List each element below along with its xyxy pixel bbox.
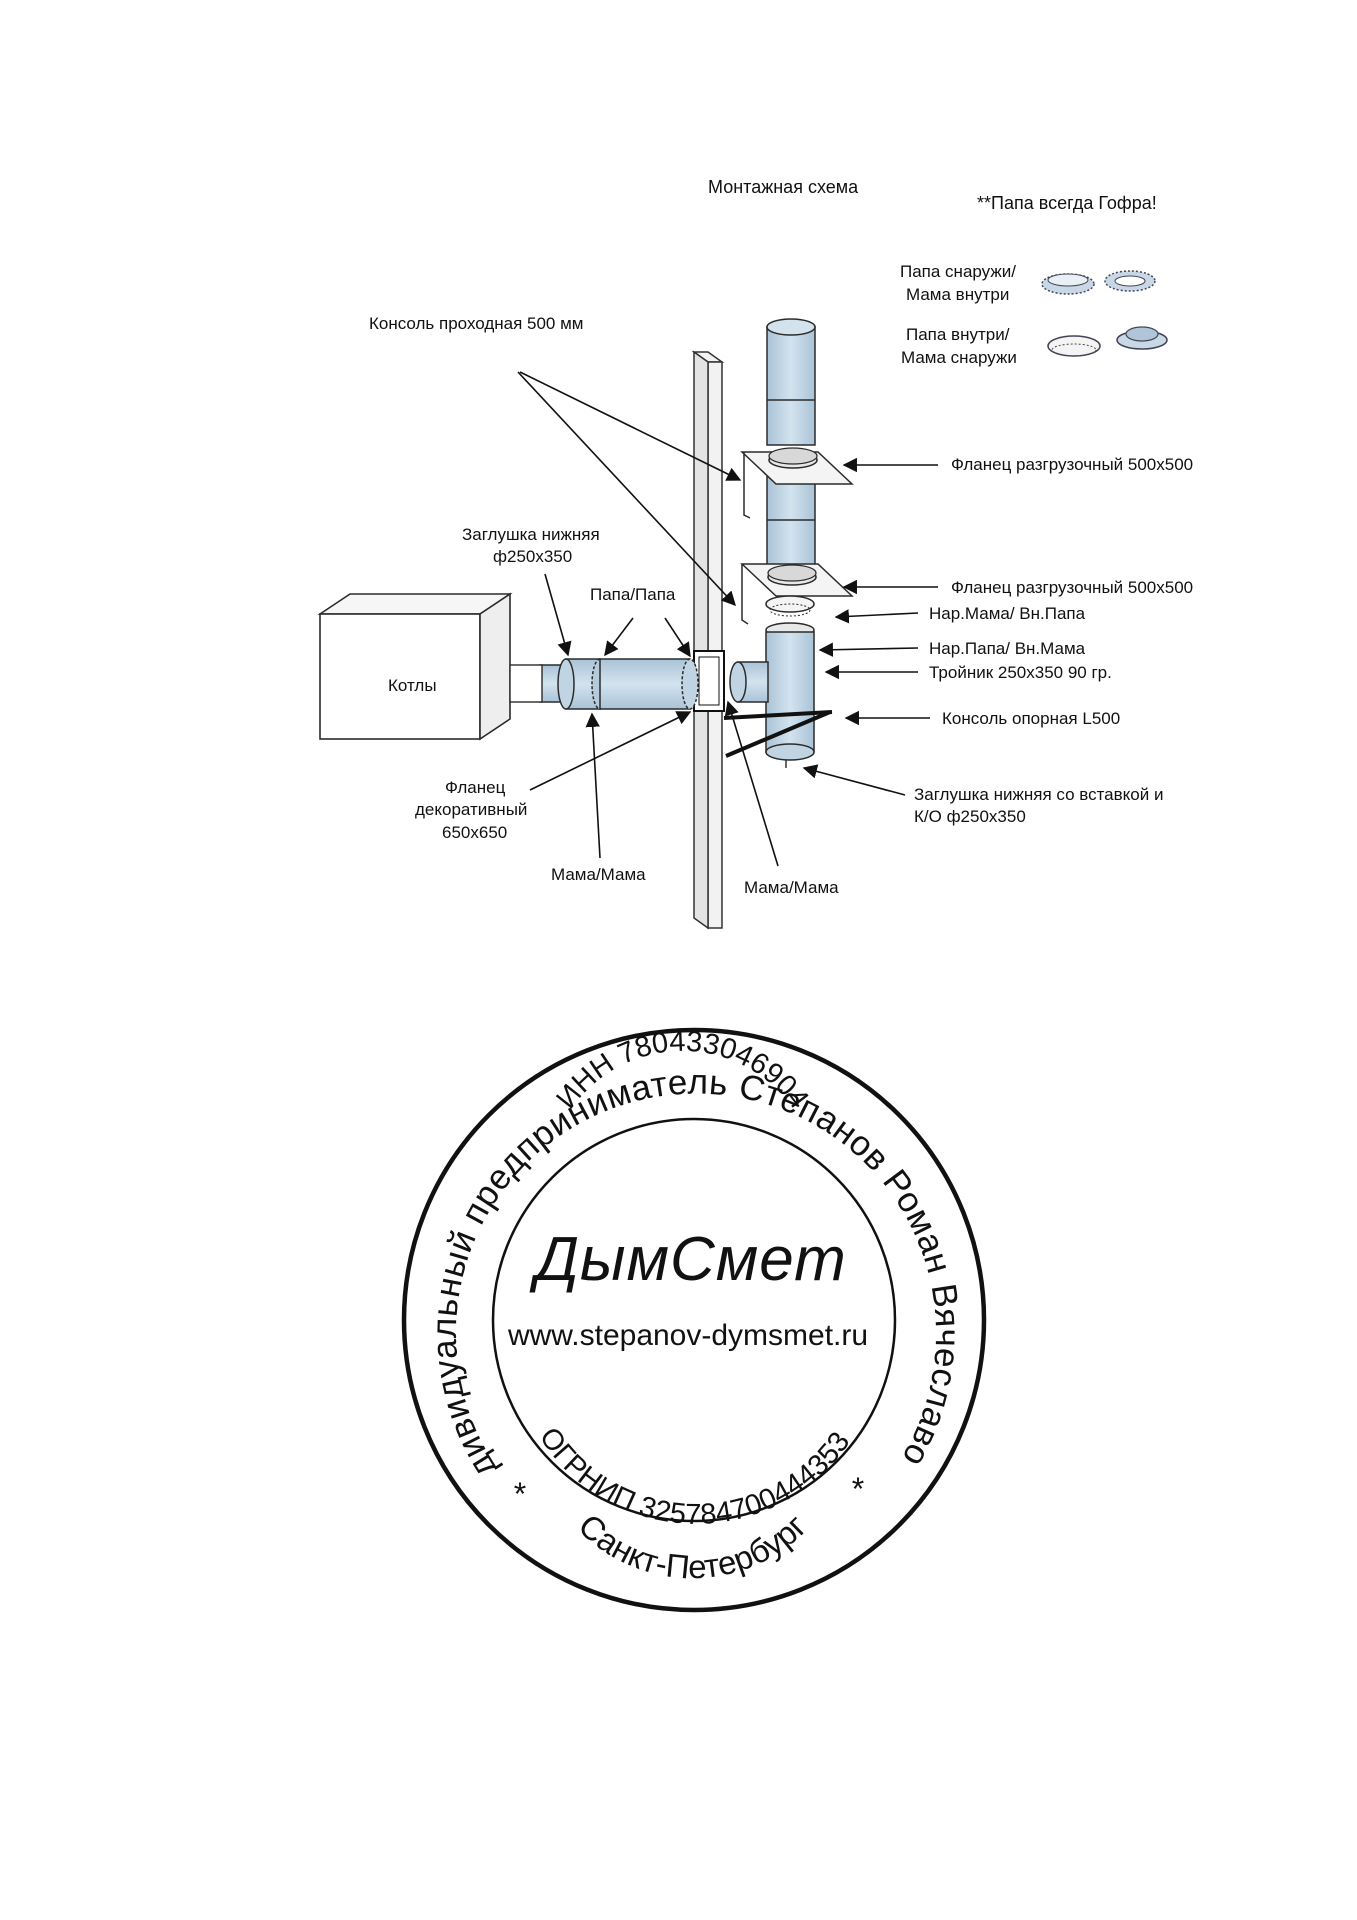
label-papa-papa: Папа/Папа	[590, 585, 676, 604]
label-plug-bottom-insert-2: К/О ф250х350	[914, 807, 1026, 826]
stamp-star-right: *	[852, 1471, 864, 1507]
stamp-website: www.stepanov-dymsmet.ru	[507, 1319, 868, 1352]
legend-item2-line1: Папа внутри/	[906, 325, 1010, 344]
wall	[691, 350, 725, 930]
legend: Папа снаружи/ Мама внутри Папа внутри/ М…	[900, 262, 1168, 367]
label-flange-unload-1: Фланец разгрузочный 500х500	[951, 455, 1193, 474]
legend-item2-line2: Мама снаружи	[901, 348, 1017, 367]
label-mama-mama-left: Мама/Мама	[551, 865, 646, 884]
diagram-title: Монтажная схема	[708, 177, 859, 197]
label-tee: Тройник 250х350 90 гр.	[929, 663, 1112, 682]
stamp-ogrnip: ОГРНИП 325784700444353	[533, 1422, 857, 1531]
stamp-star-left: *	[514, 1476, 526, 1512]
decorative-flange	[693, 650, 725, 712]
boiler: Котлы	[317, 592, 543, 741]
boiler-label: Котлы	[388, 676, 437, 695]
unload-flange-upper	[740, 447, 854, 485]
legend-mama-outside-icon	[1116, 326, 1168, 350]
legend-papa-outside-icon	[1041, 273, 1095, 295]
label-flange-deco-1: Фланец	[445, 778, 506, 797]
label-flange-deco-2: декоративный	[415, 800, 527, 819]
label-console-pass: Консоль проходная 500 мм	[369, 314, 583, 333]
vertical-chimney	[766, 318, 816, 571]
stamp-logo: ДымСмет	[529, 1225, 847, 1294]
legend-item1-line2: Мама внутри	[906, 285, 1009, 304]
labels: Консоль проходная 500 мм Фланец разгрузо…	[369, 314, 1193, 897]
legend-mama-inside-icon	[1104, 270, 1156, 292]
unload-flange-lower	[740, 563, 854, 597]
label-plug-bottom-2: ф250х350	[493, 547, 572, 566]
label-mama-mama-right: Мама/Мама	[744, 878, 839, 897]
label-flange-unload-2: Фланец разгрузочный 500х500	[951, 578, 1193, 597]
tee-fitting	[729, 631, 815, 768]
label-plug-bottom-1: Заглушка нижняя	[462, 525, 600, 544]
label-console-support: Консоль опорная L500	[942, 709, 1120, 728]
label-flange-deco-3: 650х650	[442, 823, 507, 842]
console-support	[723, 710, 833, 758]
diagram-note: **Папа всегда Гофра!	[977, 193, 1157, 213]
label-plug-bottom-insert-1: Заглушка нижняя со вставкой и	[914, 785, 1163, 804]
adapter-mama-papa	[765, 595, 815, 617]
console-pass-bracket-upper	[741, 452, 751, 625]
horizontal-pipe	[539, 658, 699, 710]
legend-papa-inside-icon	[1047, 335, 1101, 357]
label-nar-mama-vn-papa: Нар.Мама/ Вн.Папа	[929, 604, 1086, 623]
legend-item1-line1: Папа снаружи/	[900, 262, 1016, 281]
label-nar-papa-vn-mama: Нар.Папа/ Вн.Мама	[929, 639, 1086, 658]
